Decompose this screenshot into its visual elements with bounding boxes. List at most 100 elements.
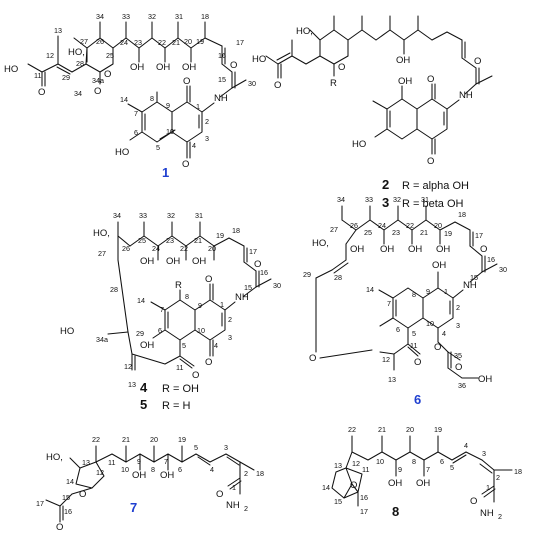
svg-text:5: 5 [194, 443, 198, 452]
svg-text:18: 18 [256, 469, 264, 478]
svg-text:5: 5 [182, 341, 186, 350]
svg-text:11: 11 [176, 363, 183, 372]
svg-text:21: 21 [378, 425, 386, 434]
caption-5: R = H [162, 400, 190, 412]
svg-text:6: 6 [134, 128, 138, 137]
svg-text:NH: NH [226, 500, 240, 511]
svg-text:OH: OH [140, 340, 154, 351]
svg-text:17: 17 [249, 247, 257, 256]
svg-text:9: 9 [198, 301, 202, 310]
svg-text:HO,: HO, [312, 238, 329, 249]
svg-text:30: 30 [499, 265, 507, 274]
svg-text:NH: NH [480, 508, 494, 519]
svg-text:HO: HO [60, 326, 74, 337]
svg-text:11: 11 [410, 341, 417, 350]
svg-text:32: 32 [148, 12, 156, 21]
svg-text:OH: OH [160, 470, 174, 481]
svg-text:1: 1 [486, 483, 490, 492]
svg-text:10: 10 [426, 319, 434, 328]
svg-text:O: O [309, 353, 316, 364]
svg-text:O: O [38, 87, 45, 98]
structure-1 [27, 21, 247, 159]
svg-text:31: 31 [421, 195, 429, 204]
svg-text:7: 7 [134, 109, 138, 118]
svg-text:OH: OH [380, 244, 394, 255]
svg-text:10: 10 [166, 127, 174, 136]
svg-text:O: O [338, 62, 345, 73]
svg-text:O: O [474, 56, 481, 67]
svg-text:O: O [79, 489, 86, 500]
svg-text:34: 34 [337, 195, 345, 204]
svg-text:2: 2 [205, 117, 209, 126]
svg-text:OH: OH [416, 478, 430, 489]
svg-text:21: 21 [420, 228, 428, 237]
svg-text:O: O [427, 74, 434, 85]
svg-text:O: O [230, 60, 237, 71]
svg-text:1: 1 [220, 300, 224, 309]
svg-text:6: 6 [158, 326, 162, 335]
svg-text:9: 9 [166, 101, 170, 110]
structure-2-3-labels: HO, OH OH O O NH O O R HO O HO 2 R = alp… [252, 26, 481, 210]
svg-text:5: 5 [412, 329, 416, 338]
svg-text:16: 16 [260, 268, 268, 277]
compound-number-2: 2 [382, 177, 389, 192]
svg-text:O: O [104, 69, 111, 80]
svg-text:OH: OH [436, 244, 450, 255]
svg-text:HO,: HO, [296, 26, 313, 37]
svg-text:23: 23 [166, 236, 174, 245]
svg-text:14: 14 [66, 477, 74, 486]
svg-text:18: 18 [458, 210, 466, 219]
svg-text:19: 19 [196, 37, 204, 46]
svg-text:NH: NH [459, 90, 473, 101]
svg-text:5: 5 [156, 143, 160, 152]
svg-text:O: O [205, 274, 212, 285]
svg-text:12: 12 [382, 355, 390, 364]
svg-text:3: 3 [228, 333, 232, 342]
svg-text:26: 26 [96, 37, 104, 46]
structure-8 [331, 435, 513, 507]
svg-text:31: 31 [175, 12, 183, 21]
svg-text:NH: NH [214, 93, 228, 104]
svg-text:19: 19 [216, 231, 224, 240]
svg-text:3: 3 [205, 134, 209, 143]
svg-text:OH: OH [192, 256, 206, 267]
svg-text:O: O [182, 159, 189, 170]
compound-number-3: 3 [382, 195, 389, 210]
svg-text:HO,: HO, [93, 228, 110, 239]
svg-text:HO,: HO, [46, 452, 63, 463]
svg-text:10: 10 [376, 457, 384, 466]
svg-text:3: 3 [224, 443, 228, 452]
svg-text:2: 2 [456, 303, 460, 312]
svg-text:34a: 34a [92, 76, 104, 85]
structure-7 [45, 445, 255, 523]
svg-text:25: 25 [106, 51, 114, 60]
svg-text:19: 19 [178, 435, 186, 444]
svg-text:3: 3 [482, 449, 486, 458]
svg-text:16: 16 [487, 255, 495, 264]
svg-text:9: 9 [137, 457, 141, 466]
svg-text:20: 20 [184, 37, 192, 46]
structure-7-labels: HO, OH OH O O O NH 2 22 21 20 19 13 12 1… [36, 435, 264, 533]
svg-text:OH: OH [140, 256, 154, 267]
svg-text:14: 14 [366, 285, 374, 294]
svg-text:17: 17 [236, 38, 244, 47]
svg-text:20: 20 [406, 425, 414, 434]
svg-text:O: O [455, 362, 462, 373]
svg-text:13: 13 [388, 375, 396, 384]
svg-text:13: 13 [334, 461, 342, 470]
compound-number-8: 8 [392, 504, 399, 519]
compound-number-1: 1 [162, 165, 169, 180]
svg-text:4: 4 [442, 329, 446, 338]
svg-text:7: 7 [426, 465, 430, 474]
svg-text:22: 22 [158, 38, 166, 47]
svg-text:27: 27 [98, 249, 106, 258]
structure-6-labels: HO, OH OH OH OH OH NH O O O O O OH 34 33… [303, 195, 507, 407]
svg-text:OH: OH [132, 470, 146, 481]
svg-text:20: 20 [208, 244, 216, 253]
svg-text:2: 2 [244, 504, 248, 513]
svg-text:7: 7 [164, 457, 168, 466]
svg-text:28: 28 [110, 285, 118, 294]
svg-text:9: 9 [426, 287, 430, 296]
svg-text:34a: 34a [96, 335, 108, 344]
